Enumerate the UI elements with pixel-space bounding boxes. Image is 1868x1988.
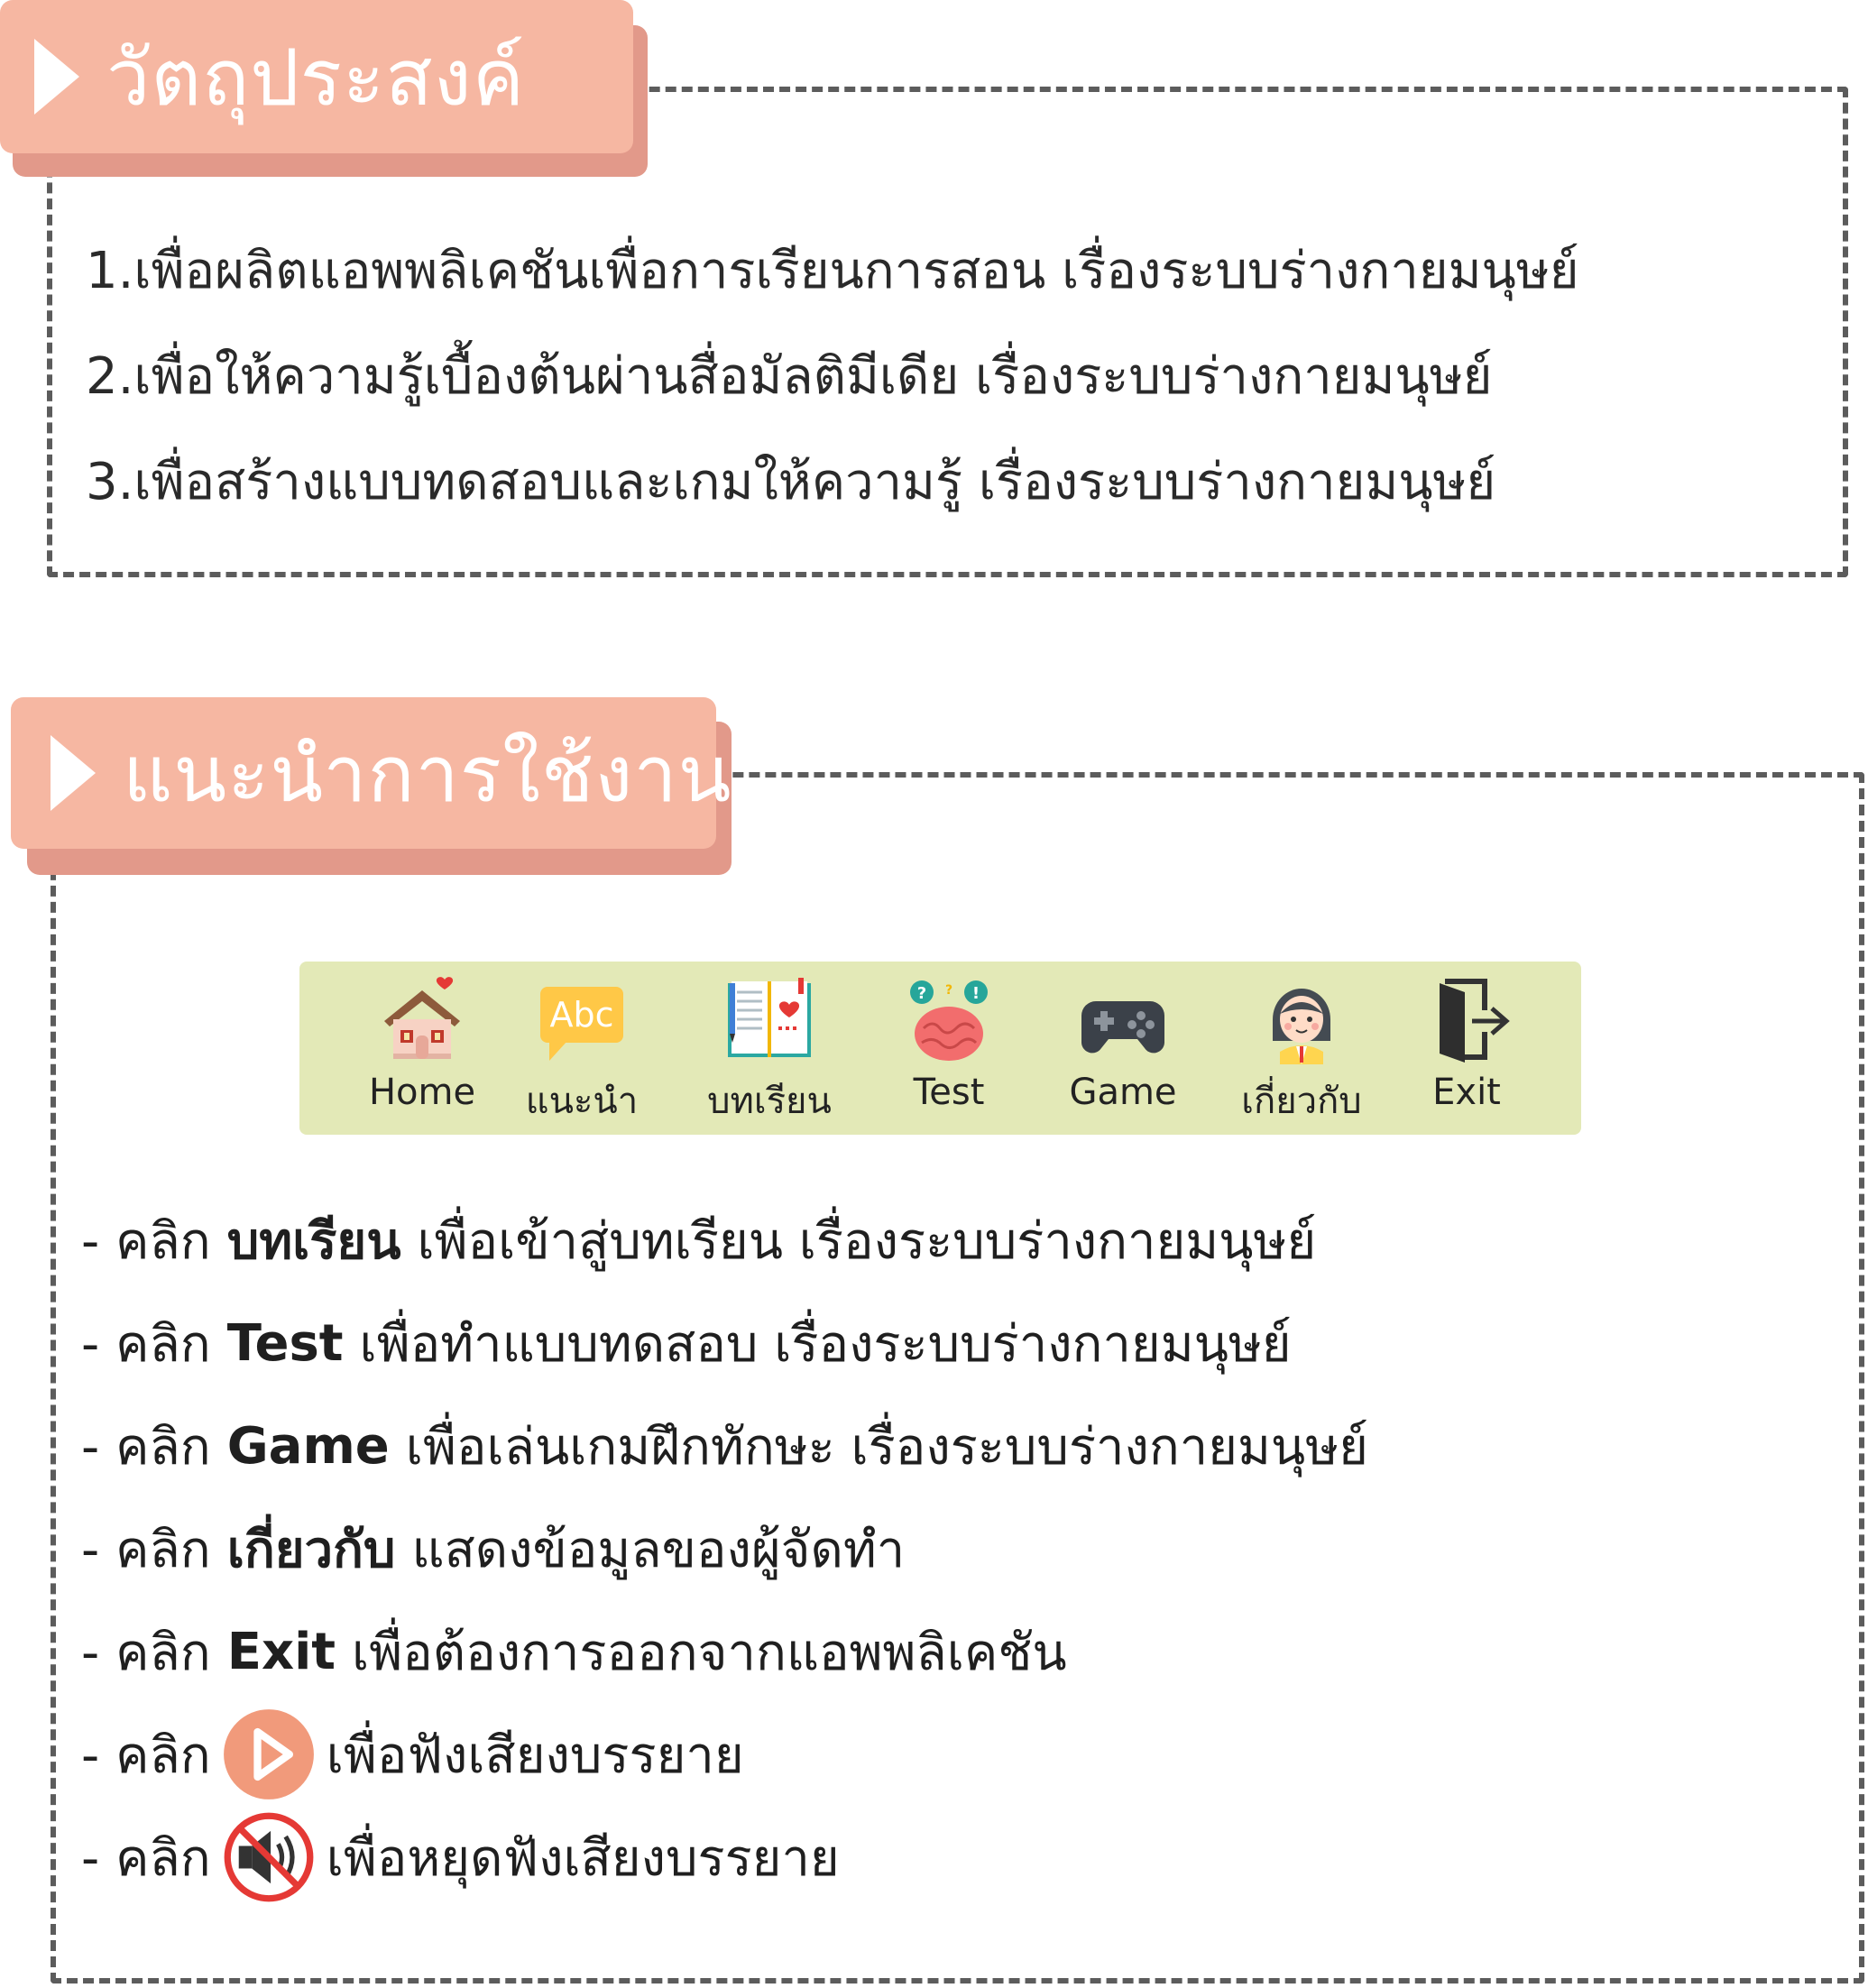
svg-text:?: ? (917, 984, 926, 1003)
guide-title: แนะนำการใช้งาน (123, 729, 732, 820)
objective-item: 3.เพื่อสร้างแบบทดสอบและเกมให้ความรู้ เรื… (86, 453, 1496, 511)
instruction-text: เพื่อฟังเสียงบรรยาย (326, 1726, 744, 1785)
toolbar-label: เกี่ยวกับ (1241, 1081, 1362, 1122)
abc-speech-bubble-icon: Abc (540, 987, 623, 1061)
instruction-prefix: - คลิก (81, 1726, 211, 1785)
instruction-prefix: - คลิก (81, 1828, 211, 1888)
play-triangle-icon (51, 735, 96, 811)
svg-text:!: ! (972, 984, 980, 1003)
toolbar-item-guide[interactable]: Abc แนะนำ (501, 974, 663, 1127)
toolbar-label: บทเรียน (707, 1081, 832, 1122)
instruction-keyword: บทเรียน (226, 1211, 401, 1271)
instruction-keyword: เกี่ยวกับ (226, 1520, 396, 1579)
toolbar-item-exit[interactable]: Exit (1385, 974, 1548, 1127)
instruction-text: เพื่อทำแบบทดสอบ เรื่องระบบร่างกายมนุษย์ (359, 1314, 1292, 1374)
instruction-item: - คลิก เพื่อหยุดฟังเสียงบรรยาย (81, 1806, 1368, 1909)
toolbar-label: Test (913, 1072, 985, 1113)
instruction-keyword: Game (226, 1416, 390, 1476)
objective-item: 1.เพื่อผลิตแอพพลิเคชันเพื่อการเรียนการสอ… (86, 242, 1579, 300)
brain-question-icon: ? ! ? (910, 980, 988, 1061)
toolbar-item-lesson[interactable]: บทเรียน (688, 974, 851, 1127)
instruction-prefix: - คลิก (81, 1417, 211, 1477)
instruction-text: เพื่อเข้าสู่บทเรียน เรื่องระบบร่างกายมนุ… (417, 1211, 1317, 1271)
menu-toolbar-preview: Home Abc แนะนำ บทเรี (299, 962, 1581, 1135)
objective-item: 2.เพื่อให้ความรู้เบื้องต้นผ่านสื่อมัลติม… (86, 347, 1493, 406)
instruction-prefix: - คลิก (81, 1520, 211, 1579)
objectives-panel (47, 87, 1848, 577)
instruction-item: - คลิก Exit เพื่อต้องการออกจากแอพพลิเคชั… (81, 1600, 1368, 1703)
toolbar-label: Exit (1432, 1072, 1501, 1113)
instruction-text: แสดงข้อมูลของผู้จัดทำ (411, 1520, 906, 1579)
gamepad-icon (1081, 1001, 1164, 1054)
play-audio-icon[interactable] (222, 1707, 316, 1801)
instruction-item: - คลิก เพื่อฟังเสียงบรรยาย (81, 1703, 1368, 1806)
mute-audio-icon[interactable] (222, 1810, 316, 1904)
guide-tab: แนะนำการใช้งาน (11, 697, 731, 849)
objectives-title: วัตถุประสงค์ (106, 32, 526, 124)
instruction-prefix: - คลิก (81, 1314, 211, 1374)
student-avatar-icon (1273, 989, 1330, 1064)
svg-text:?: ? (945, 983, 952, 998)
toolbar-item-test[interactable]: ? ! ? Test (868, 974, 1030, 1127)
guide-panel (51, 772, 1864, 1983)
toolbar-item-game[interactable]: Game (1042, 974, 1204, 1127)
instruction-text: เพื่อเล่นเกมฝึกทักษะ เรื่องระบบร่างกายมน… (405, 1417, 1368, 1477)
toolbar-label: Home (368, 1072, 476, 1113)
instruction-keyword: Test (226, 1313, 344, 1373)
instruction-item: - คลิก เกี่ยวกับ แสดงข้อมูลของผู้จัดทำ (81, 1497, 1368, 1600)
open-book-icon (728, 978, 811, 1057)
instruction-prefix: - คลิก (81, 1623, 211, 1682)
exit-door-icon (1440, 979, 1510, 1063)
instructions-list: - คลิก บทเรียน เพื่อเข้าสู่บทเรียน เรื่อ… (81, 1189, 1368, 1909)
instruction-text: เพื่อหยุดฟังเสียงบรรยาย (326, 1828, 840, 1888)
toolbar-label: Game (1069, 1072, 1177, 1113)
house-icon (384, 977, 460, 1059)
objectives-tab: วัตถุประสงค์ (0, 0, 633, 153)
objectives-list: 1.เพื่อผลิตแอพพลิเคชันเพื่อการเรียนการสอ… (86, 218, 1579, 535)
instruction-item: - คลิก Test เพื่อทำแบบทดสอบ เรื่องระบบร่… (81, 1292, 1368, 1394)
play-triangle-icon (34, 39, 79, 115)
toolbar-item-home[interactable]: Home (341, 974, 503, 1127)
instruction-text: เพื่อต้องการออกจากแอพพลิเคชัน (352, 1623, 1067, 1682)
instruction-keyword: Exit (226, 1622, 336, 1681)
instruction-prefix: - คลิก (81, 1211, 211, 1271)
instruction-item: - คลิก บทเรียน เพื่อเข้าสู่บทเรียน เรื่อ… (81, 1189, 1368, 1292)
instruction-item: - คลิก Game เพื่อเล่นเกมฝึกทักษะ เรื่องร… (81, 1394, 1368, 1497)
toolbar-label: แนะนำ (525, 1081, 639, 1122)
svg-text:Abc: Abc (549, 995, 613, 1035)
toolbar-item-about[interactable]: เกี่ยวกับ (1220, 974, 1383, 1127)
